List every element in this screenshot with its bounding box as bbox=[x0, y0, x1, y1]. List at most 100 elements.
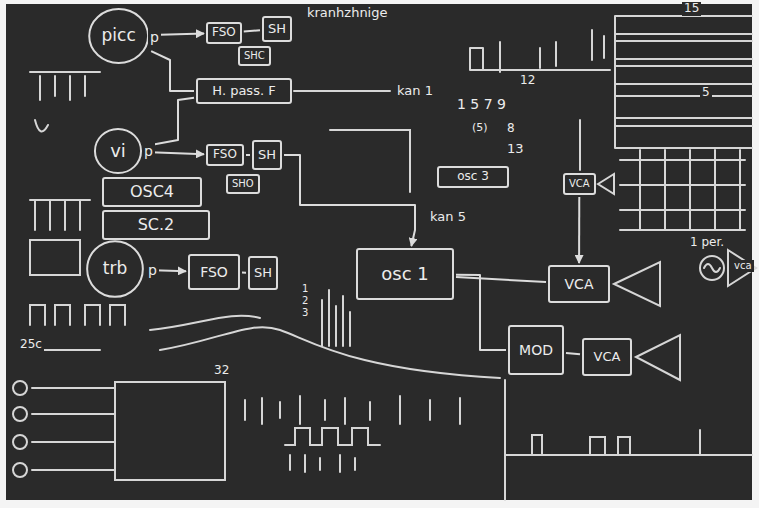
node-text: osc 3 bbox=[457, 170, 489, 184]
signal-connector bbox=[456, 277, 546, 282]
control-knob bbox=[13, 381, 27, 395]
node-text: FSO bbox=[213, 148, 237, 162]
circle-outline bbox=[87, 241, 143, 297]
node-text: SHC bbox=[244, 50, 265, 62]
module-box: SHC bbox=[238, 46, 271, 66]
signal-connector bbox=[578, 197, 580, 263]
bottom-right-timeline bbox=[505, 380, 752, 500]
node-text: SC.2 bbox=[138, 216, 175, 234]
module-box: osc 1 bbox=[356, 248, 454, 300]
left-pulses bbox=[30, 305, 125, 350]
module-box: FSO bbox=[206, 144, 244, 166]
envelope-curve-two bbox=[150, 316, 260, 330]
instrument-circle: vi bbox=[94, 128, 142, 174]
top-right-bars bbox=[615, 16, 752, 148]
module-box: VCA bbox=[563, 173, 596, 195]
module-box: SH bbox=[262, 16, 292, 42]
chalk-label: (5) bbox=[470, 122, 490, 135]
node-text: OSC4 bbox=[130, 183, 174, 201]
chalk-label: 32 bbox=[212, 364, 231, 378]
instrument-circle: picc bbox=[88, 8, 149, 64]
node-text: SH bbox=[268, 22, 286, 37]
chalk-label: vca bbox=[732, 260, 754, 272]
signal-connector bbox=[246, 154, 250, 156]
signal-connector bbox=[284, 155, 415, 246]
node-text: vi bbox=[110, 141, 126, 162]
module-box: FSO bbox=[206, 22, 242, 44]
kan-1-line bbox=[294, 90, 390, 92]
node-text: FSO bbox=[200, 264, 228, 280]
key-pads bbox=[30, 200, 90, 275]
sequencer-box bbox=[115, 382, 225, 480]
speaker-one bbox=[614, 262, 660, 306]
module-box: SC.2 bbox=[102, 210, 210, 240]
node-text: SH bbox=[254, 266, 272, 281]
signal-connector bbox=[244, 30, 260, 31]
module-box: VCA bbox=[582, 338, 632, 376]
node-text: VCA bbox=[569, 178, 590, 190]
chalk-label: 25c bbox=[18, 338, 44, 352]
chalk-label: 12 bbox=[518, 74, 537, 88]
control-wires bbox=[32, 388, 115, 470]
chalk-label: p bbox=[142, 143, 155, 159]
control-knob bbox=[13, 407, 27, 421]
chalk-label: 1 bbox=[300, 283, 310, 295]
node-text: SHO bbox=[232, 178, 254, 190]
circle-outline bbox=[95, 129, 141, 173]
sine-symbol bbox=[704, 264, 720, 272]
signal-connector bbox=[144, 98, 194, 146]
node-text: H. pass. F bbox=[212, 84, 275, 99]
chalk-label: 2 bbox=[300, 295, 310, 307]
right-grid bbox=[620, 150, 745, 230]
board-ground bbox=[6, 4, 752, 500]
channel-frame bbox=[330, 130, 410, 192]
chalk-label: 3 bbox=[300, 307, 310, 319]
module-box: SH bbox=[248, 256, 278, 290]
rhythm-marks bbox=[245, 396, 460, 424]
connector-label: kan 5 bbox=[428, 210, 468, 225]
left-notation bbox=[30, 72, 100, 131]
control-knob bbox=[13, 435, 27, 449]
module-box: MOD bbox=[508, 325, 564, 375]
module-box: SH bbox=[252, 140, 282, 170]
vca-feed-line bbox=[579, 120, 581, 170]
chalk-label: 8 bbox=[505, 122, 517, 136]
signal-connector bbox=[242, 272, 246, 274]
node-text: picc bbox=[102, 26, 136, 46]
node-text: trb bbox=[103, 259, 127, 279]
node-text: FSO bbox=[212, 26, 236, 40]
speaker-two bbox=[636, 335, 680, 380]
small-speaker bbox=[598, 174, 614, 194]
circle-outline bbox=[89, 9, 148, 63]
node-text: VCA bbox=[594, 350, 621, 365]
signal-connector bbox=[151, 51, 194, 91]
node-text: VCA bbox=[565, 276, 594, 292]
chalk-strokes bbox=[13, 16, 756, 500]
chalk-label: p bbox=[146, 262, 159, 278]
vca-triangle bbox=[728, 250, 756, 286]
node-text: osc 1 bbox=[381, 264, 428, 285]
module-box: SHO bbox=[226, 174, 260, 194]
signal-connector bbox=[456, 275, 506, 350]
module-box: FSO bbox=[188, 254, 240, 290]
module-box: osc 3 bbox=[437, 166, 509, 188]
signal-connector bbox=[566, 353, 580, 354]
chalk-label: 1 5 7 9 bbox=[455, 96, 508, 112]
sine-source bbox=[700, 256, 724, 280]
instrument-circle: trb bbox=[86, 240, 144, 298]
control-knob bbox=[13, 463, 27, 477]
module-box: H. pass. F bbox=[196, 78, 292, 104]
node-text: MOD bbox=[519, 342, 553, 358]
chalk-label: p bbox=[148, 29, 161, 45]
module-box: VCA bbox=[548, 265, 610, 303]
chalk-label: 1 per. bbox=[688, 236, 726, 250]
chalk-label: 5 bbox=[700, 86, 712, 100]
chalk-label: kan 1 bbox=[395, 84, 435, 99]
square-waves bbox=[285, 428, 380, 472]
chalk-label: kranhzhnige bbox=[305, 6, 389, 21]
chalk-label: 13 bbox=[505, 142, 526, 157]
chalk-label: 15 bbox=[682, 2, 701, 16]
module-box: OSC4 bbox=[102, 177, 202, 207]
